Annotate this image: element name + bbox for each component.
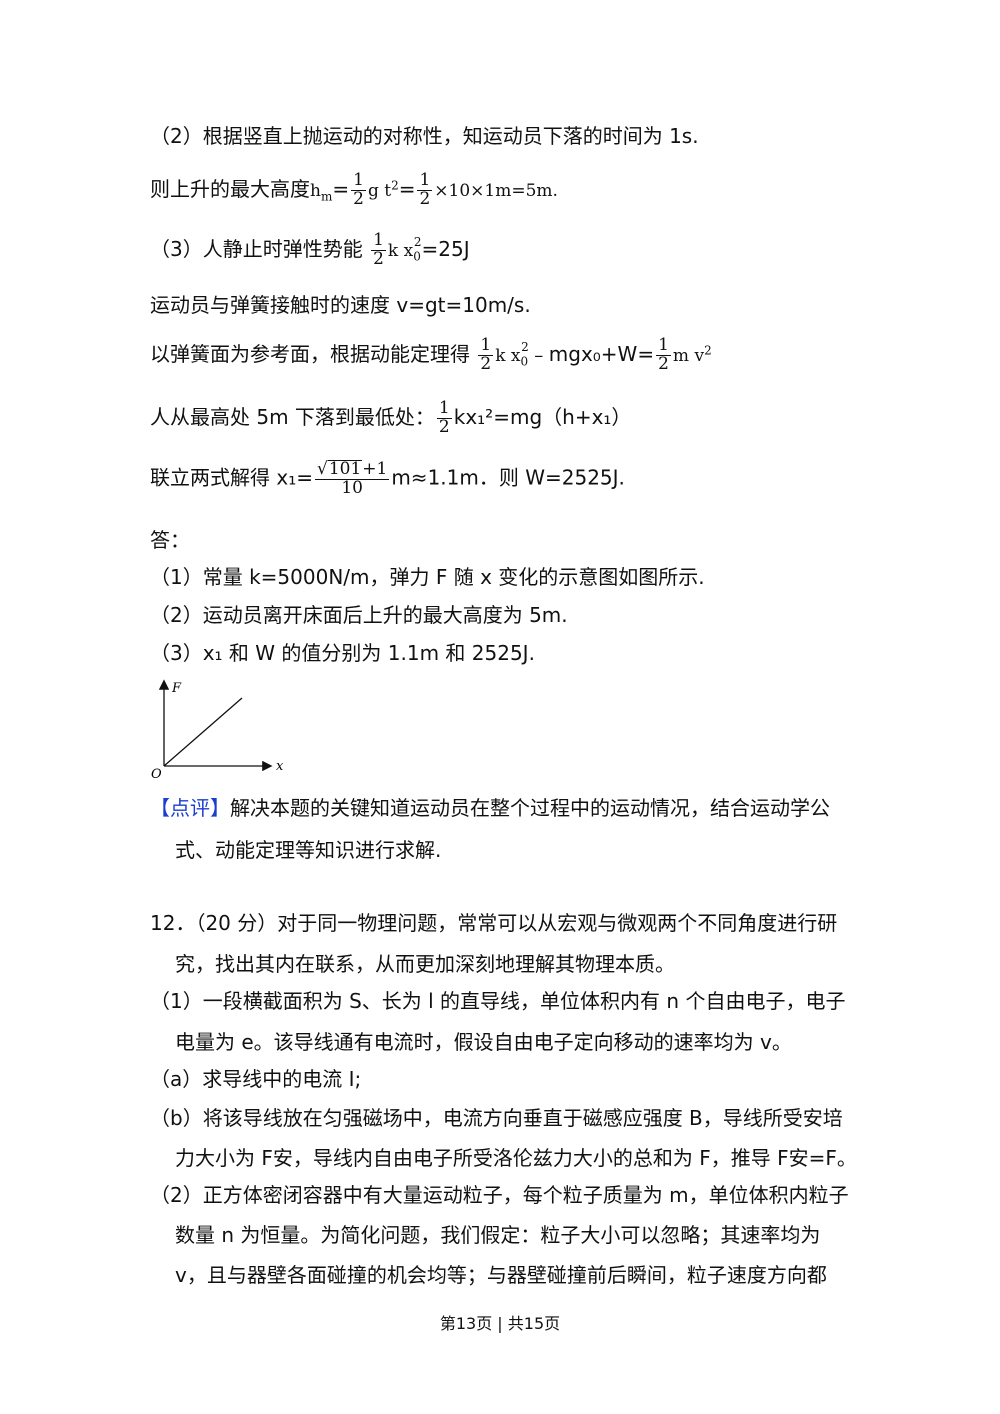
answer-1: （1）常量 k=5000N/m，弹力 F 随 x 变化的示意图如图所示. — [150, 565, 705, 589]
part-1: （1）一段横截面积为 S、长为 l 的直导线，单位体积内有 n 个自由电子，电子 — [150, 989, 846, 1013]
hm-symbol: hm — [310, 180, 333, 204]
text: 人从最高处 5m 下落到最低处： — [150, 404, 435, 429]
part-1b-cont: 力大小为 F安，导线内自由电子所受洛伦兹力大小的总和为 F，推导 F安=F。 — [175, 1146, 857, 1170]
force-line — [163, 697, 243, 767]
answer-heading: 答： — [150, 528, 190, 552]
text: （3）人静止时弹性势能 — [150, 236, 363, 261]
velocity-line: 运动员与弹簧接触时的速度 v=gt=10m/s. — [150, 293, 531, 317]
answer-2: （2）运动员离开床面后上升的最大高度为 5m. — [150, 603, 568, 627]
result: ×10×1m=5m. — [434, 180, 558, 201]
eq: = — [332, 176, 350, 201]
comment-tag: 【点评】 — [150, 796, 230, 820]
part-1a: （a）求导线中的电流 I; — [150, 1067, 362, 1091]
comment-line: 【点评】解决本题的关键知道运动员在整个过程中的运动情况，结合运动学公 — [150, 796, 830, 820]
part-2-cont-2: v，且与器壁各面碰撞的机会均等；与器壁碰撞前后瞬间，粒子速度方向都 — [175, 1263, 827, 1287]
result: m≈1.1m．则 W=2525J. — [391, 465, 625, 490]
force-graph: F x O — [151, 679, 284, 780]
part-1b: （b）将该导线放在匀强磁场中，电流方向垂直于磁感应强度 B，导线所受安培 — [150, 1106, 843, 1130]
text: 则上升的最大高度 — [150, 176, 310, 201]
page-footer: 第13页 | 共15页 — [439, 1314, 561, 1333]
text: 以弹簧面为参考面，根据动能定理得 — [150, 341, 470, 366]
kx: k x02 — [495, 339, 529, 369]
question-12-cont: 究，找出其内在联系，从而更加深刻地理解其物理本质。 — [175, 952, 675, 976]
y-axis-label: F — [171, 681, 182, 696]
text: 联立两式解得 x₁= — [150, 465, 313, 490]
answer-3: （3）x₁ 和 W 的值分别为 1.1m 和 2525J. — [150, 641, 535, 665]
part-1-cont: 电量为 e。该导线通有电流时，假设自由电子定向移动的速率均为 v。 — [175, 1030, 792, 1054]
equation: kx₁²=mg（h+x₁） — [453, 404, 632, 429]
part-2: （2）正方体密闭容器中有大量运动粒子，每个粒子质量为 m，单位体积内粒子 — [150, 1183, 849, 1207]
gt: g t2 — [367, 178, 399, 201]
origin-label: O — [151, 767, 162, 780]
kx: k x02 — [387, 234, 422, 264]
question-12: 12．（20 分）对于同一物理问题，常常可以从宏观与微观两个不同角度进行研 — [150, 911, 838, 935]
x-axis-label: x — [276, 759, 284, 774]
comment-text: 解决本题的关键知道运动员在整个过程中的运动情况，结合运动学公 — [230, 796, 830, 820]
comment-line-2: 式、动能定理等知识进行求解. — [175, 838, 442, 862]
middle: ﹣mgx₀+W= — [528, 341, 655, 366]
result: =25J — [421, 236, 470, 261]
part-2-cont: 数量 n 为恒量。为简化问题，我们假定：粒子大小可以忽略；其速率均为 — [175, 1223, 821, 1247]
solution-line-2: （2）根据竖直上抛运动的对称性，知运动员下落的时间为 1s. — [150, 124, 699, 148]
mv: m v2 — [672, 343, 712, 366]
eq: = — [398, 176, 416, 201]
